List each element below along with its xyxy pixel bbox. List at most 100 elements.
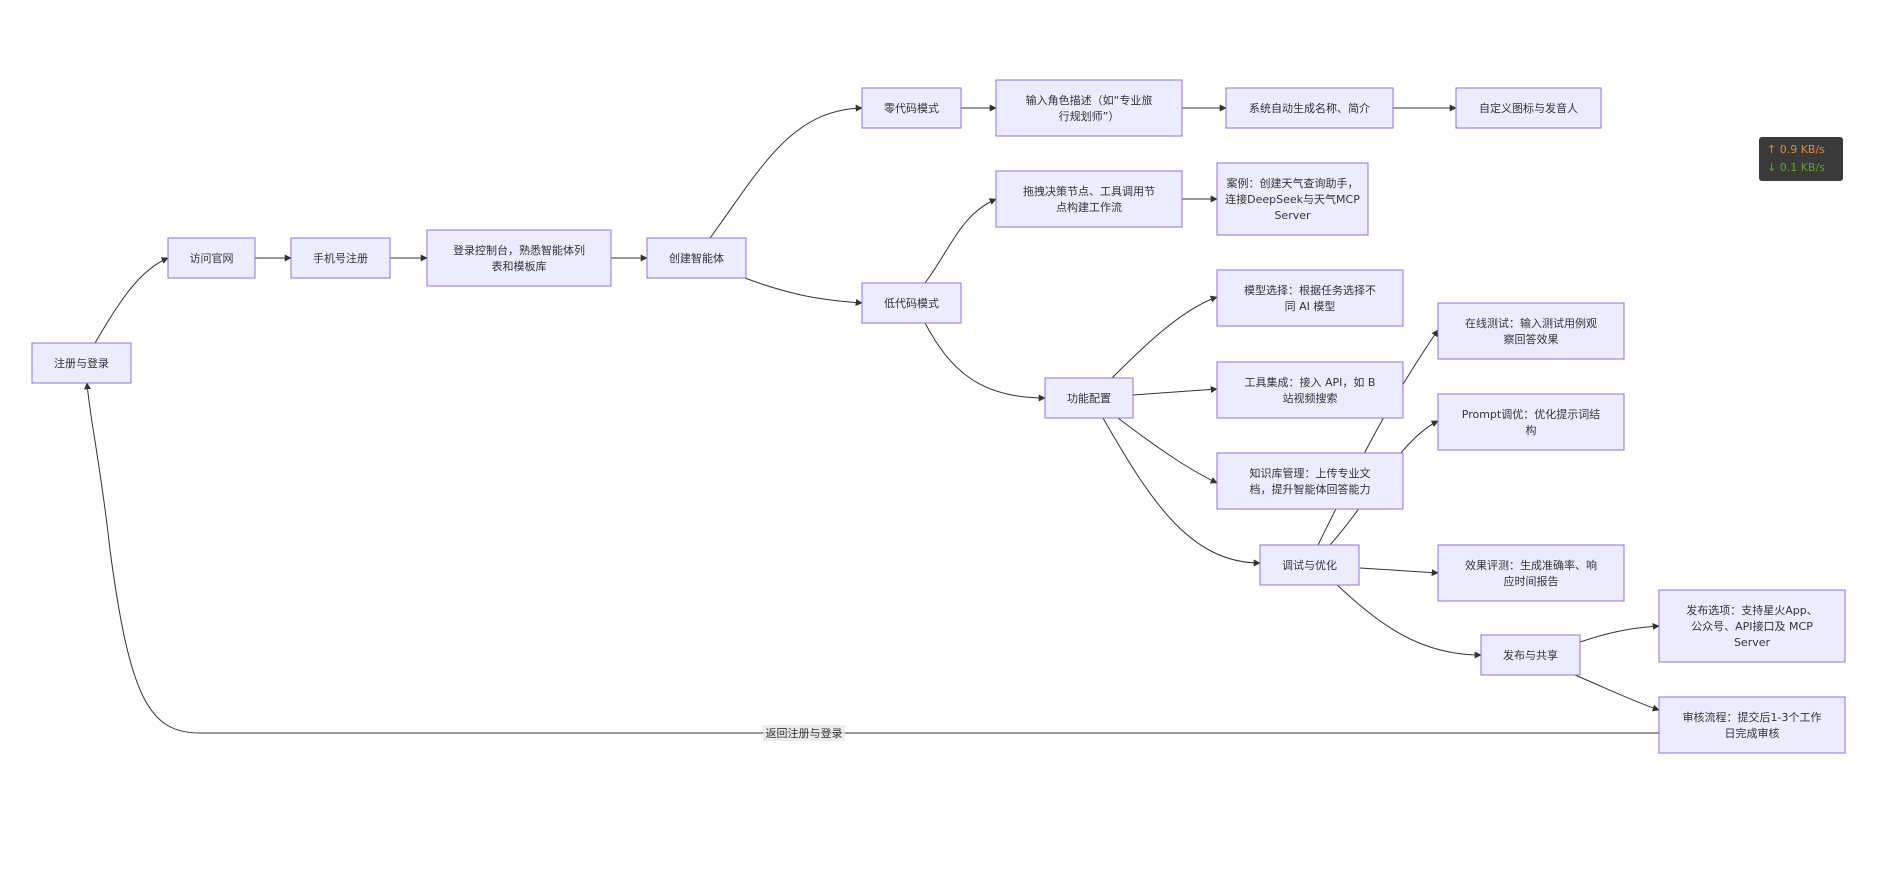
- node-publish-box: [1480, 634, 1581, 676]
- node-custom: 自定义图标与发音人: [1455, 87, 1602, 129]
- node-visit: 访问官网: [167, 237, 256, 279]
- node-options-label: 公众号、API接口及 MCP: [1691, 620, 1813, 633]
- node-phone-label: 手机号注册: [313, 251, 368, 265]
- node-create-box: [646, 237, 747, 279]
- node-create: 创建智能体: [646, 237, 747, 279]
- node-kb-box: [1216, 452, 1404, 510]
- node-options-label: 发布选项：支持星火App、: [1686, 603, 1818, 617]
- node-publish-label: 发布与共享: [1503, 648, 1558, 662]
- node-visit-box: [167, 237, 256, 279]
- edge-debug-publish: [1334, 582, 1482, 659]
- node-lowcode-label: 低代码模式: [884, 297, 939, 310]
- node-options-box: [1658, 589, 1846, 663]
- edge-debug-online: [1317, 329, 1439, 546]
- edge-config-tools: [1132, 385, 1218, 396]
- node-online-label: 察回答效果: [1504, 332, 1559, 346]
- edge-publish-review: [1574, 674, 1660, 712]
- node-review-box: [1658, 696, 1846, 754]
- node-online-label: 在线测试：输入测试用例观: [1465, 316, 1597, 330]
- node-console-label: 表和模板库: [492, 259, 547, 273]
- node-example: 案例：创建天气查询助手， 连接DeepSeek与天气MCP Server: [1216, 162, 1369, 236]
- node-example-label: 连接DeepSeek与天气MCP: [1225, 192, 1360, 206]
- node-role-label: 输入角色描述（如“专业旅: [1026, 93, 1153, 107]
- node-autogen-label: 系统自动生成名称、简介: [1249, 101, 1370, 115]
- node-model-box: [1216, 269, 1404, 327]
- node-prompt-box: [1437, 393, 1625, 451]
- edge-review-register: [84, 382, 1659, 734]
- node-create-label: 创建智能体: [669, 251, 724, 265]
- node-review-label: 审核流程：提交后1-3个工作: [1683, 710, 1822, 724]
- node-example-box: [1216, 162, 1369, 236]
- upload-speed: ↑ 0.9 KB/s: [1767, 143, 1825, 156]
- network-speed-widget: ↑ 0.9 KB/s ↓ 0.1 KB/s: [1759, 137, 1843, 181]
- node-drag-label: 拖拽决策节点、工具调用节: [1023, 184, 1155, 198]
- node-console-label: 登录控制台，熟悉智能体列: [453, 243, 585, 257]
- node-model-label: 同 AI 模型: [1285, 299, 1336, 313]
- edge-label-back-text: 返回注册与登录: [766, 726, 843, 740]
- node-options: 发布选项：支持星火App、公众号、API接口及 MCP Server: [1658, 589, 1846, 663]
- node-prompt-label: 构: [1526, 423, 1537, 437]
- node-prompt-label: Prompt调优：优化提示词结: [1462, 407, 1600, 421]
- node-kb-label: 知识库管理：上传专业文: [1250, 466, 1371, 480]
- edge-config-model: [1109, 295, 1218, 381]
- edge-config-debug: [1102, 417, 1261, 567]
- node-eval-label: 应时间报告: [1504, 574, 1559, 588]
- node-eval-label: 效果评测：生成准确率、响: [1465, 558, 1597, 572]
- node-example-label: 案例：创建天气查询助手，: [1227, 176, 1359, 190]
- node-config-label: 功能配置: [1067, 391, 1111, 405]
- node-debug-label: 调试与优化: [1282, 558, 1337, 572]
- node-custom-label: 自定义图标与发音人: [1479, 101, 1578, 115]
- node-phone: 手机号注册: [290, 237, 391, 279]
- edge-create-zerocode: [709, 104, 863, 239]
- node-drag-box: [995, 170, 1183, 228]
- node-model-label: 模型选择：根据任务选择不: [1244, 283, 1376, 297]
- node-zerocode-label: 零代码模式: [884, 102, 939, 115]
- node-role-label: 行规划师”）: [1059, 109, 1120, 123]
- node-online-box: [1437, 302, 1625, 360]
- edge-create-lowcode: [744, 277, 863, 307]
- node-debug-box: [1259, 544, 1360, 586]
- node-zerocode: 零代码模式: [861, 87, 962, 129]
- edge-publish-options: [1579, 622, 1660, 643]
- node-kb-label: 档，提升智能体回答能力: [1250, 482, 1371, 496]
- edge-label-back: 返回注册与登录: [763, 725, 845, 741]
- node-register-label: 注册与登录: [54, 356, 109, 370]
- edge-register-visit: [94, 257, 169, 344]
- node-autogen-box: [1225, 87, 1394, 129]
- node-lowcode: 低代码模式: [861, 282, 962, 324]
- node-lowcode-box: [861, 282, 962, 324]
- node-tools: 工具集成：接入 API，如 B 站视频搜索: [1216, 361, 1404, 419]
- node-review-label: 日完成审核: [1725, 726, 1780, 740]
- node-tools-label: 工具集成：接入 API，如 B: [1245, 375, 1376, 389]
- node-visit-label: 访问官网: [190, 251, 234, 265]
- edge-debug-eval: [1359, 567, 1439, 577]
- node-console-box: [426, 229, 612, 287]
- node-tools-box: [1216, 361, 1404, 419]
- node-debug: 调试与优化: [1259, 544, 1360, 586]
- node-zerocode-box: [861, 87, 962, 129]
- edge-config-kb: [1117, 417, 1218, 484]
- node-example-label: Server: [1274, 209, 1311, 222]
- node-options-label: Server: [1734, 636, 1771, 649]
- node-eval-box: [1437, 544, 1625, 602]
- edges-layer: [84, 104, 1660, 734]
- node-config: 功能配置: [1044, 377, 1134, 419]
- node-tools-label: 站视频搜索: [1283, 391, 1338, 405]
- node-role-box: [995, 79, 1183, 137]
- node-drag-label: 点构建工作流: [1056, 200, 1122, 214]
- node-register-box: [31, 342, 132, 384]
- node-publish: 发布与共享: [1480, 634, 1581, 676]
- edge-lowcode-drag: [924, 198, 997, 284]
- edge-lowcode-config: [924, 322, 1046, 402]
